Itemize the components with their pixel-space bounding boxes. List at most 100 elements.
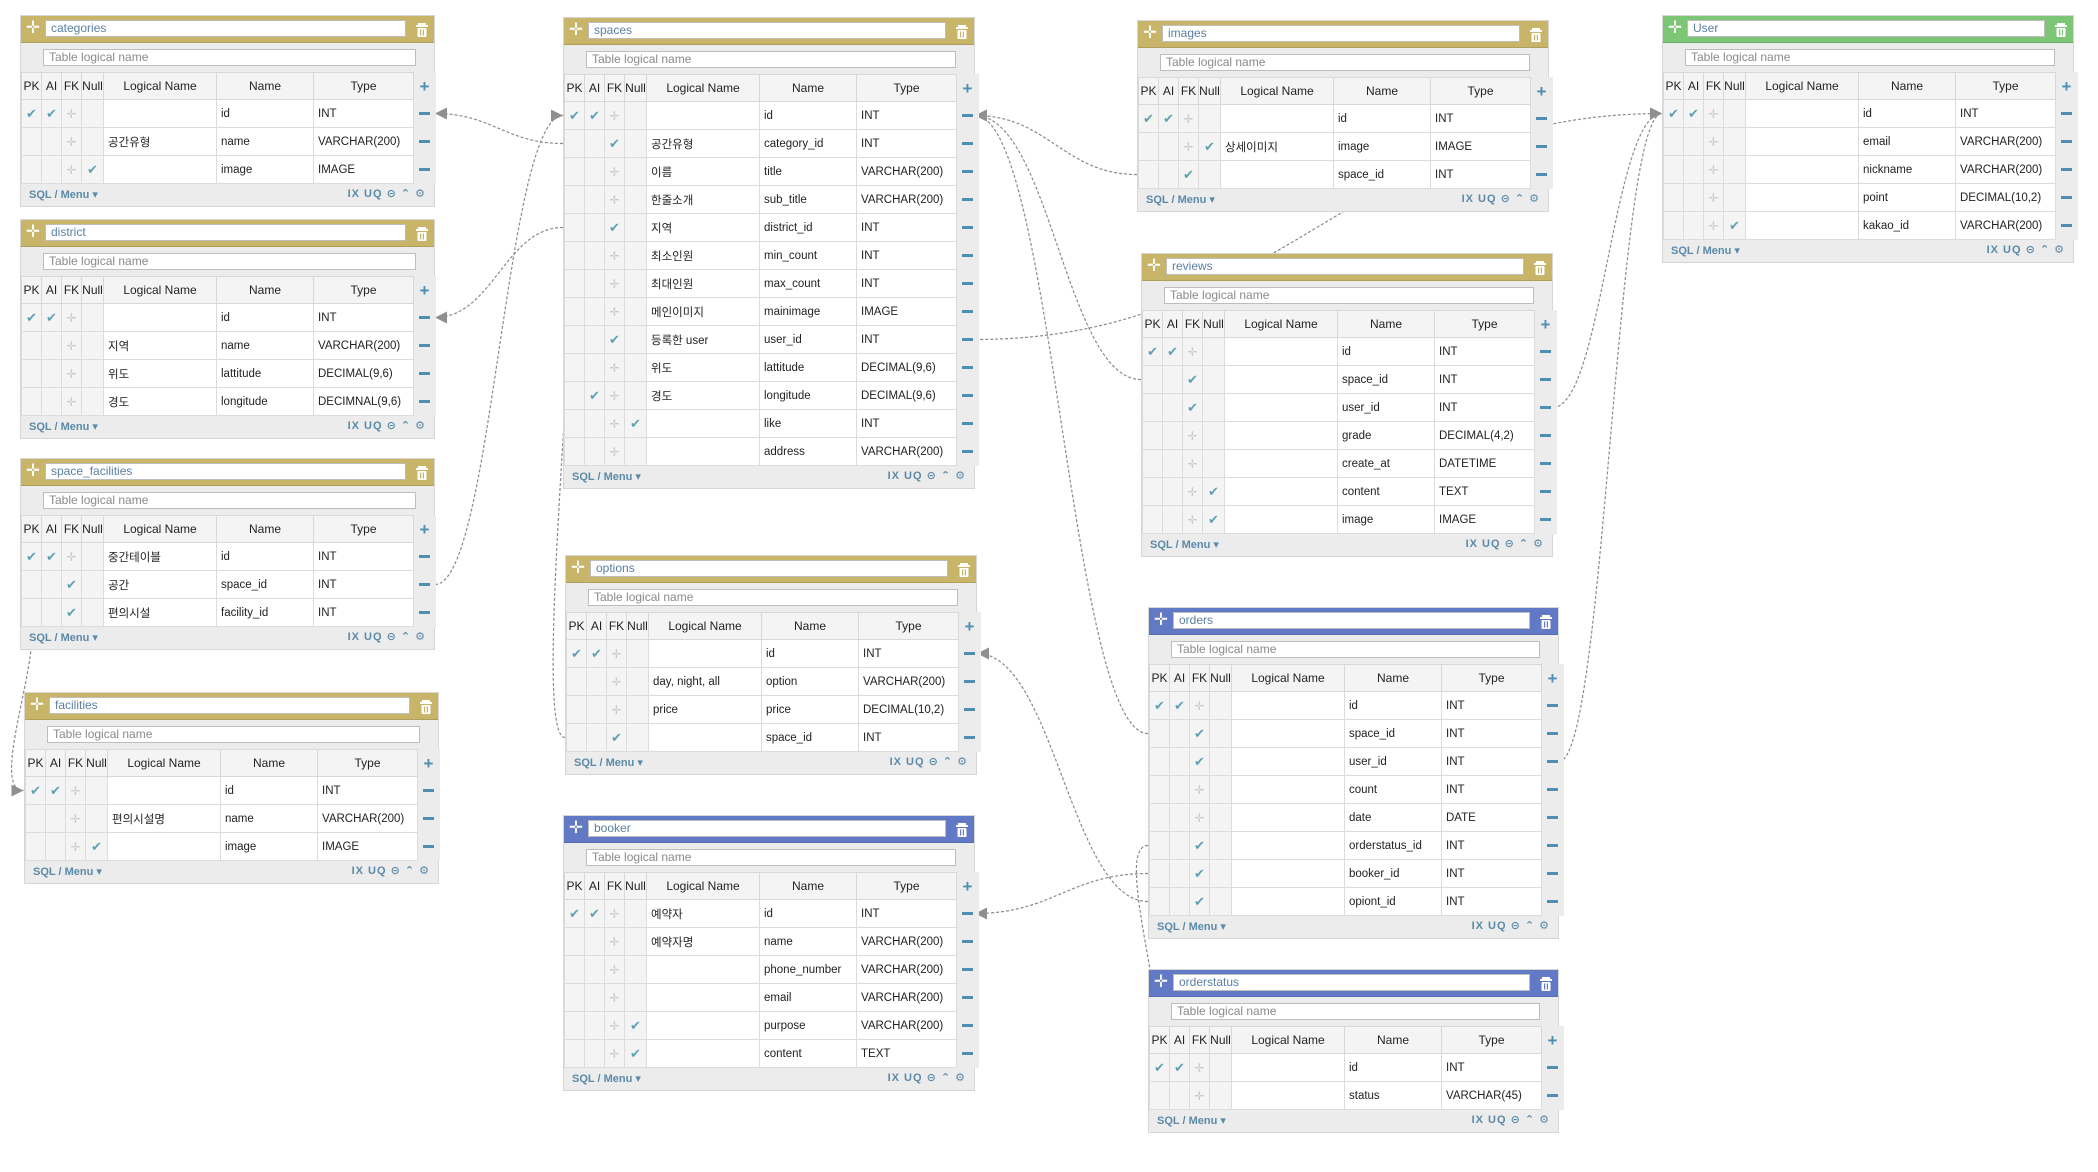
fk-checkbox[interactable]: ✛ xyxy=(1182,449,1203,478)
table-name-input[interactable]: categories xyxy=(45,20,406,37)
fk-checkbox[interactable]: ✛ xyxy=(61,303,82,332)
fk-checkbox[interactable]: ✛ xyxy=(1182,421,1203,450)
column-type-cell[interactable]: INT xyxy=(858,723,959,752)
ai-checkbox[interactable] xyxy=(1162,477,1183,506)
column-name-cell[interactable]: id xyxy=(759,101,857,130)
null-checkbox[interactable] xyxy=(624,241,647,270)
null-checkbox[interactable] xyxy=(1209,719,1232,748)
column-name-cell[interactable]: count xyxy=(1344,775,1442,804)
remove-column-icon[interactable] xyxy=(958,667,981,696)
null-checkbox[interactable] xyxy=(1723,127,1746,156)
ai-checkbox[interactable] xyxy=(1683,211,1704,240)
index-tools[interactable]: IX UQ ⊝ ⌃ ⚙ xyxy=(348,187,426,200)
pk-checkbox[interactable] xyxy=(564,241,585,270)
column-type-cell[interactable]: INT xyxy=(1441,831,1542,860)
pk-checkbox[interactable] xyxy=(564,185,585,214)
fk-checkbox[interactable]: ✛ xyxy=(606,667,627,696)
remove-column-icon[interactable] xyxy=(1530,160,1553,189)
move-icon[interactable]: ✛ xyxy=(1153,972,1169,991)
column-name-cell[interactable]: email xyxy=(1858,127,1956,156)
remove-column-icon[interactable] xyxy=(2055,99,2078,128)
null-checkbox[interactable] xyxy=(624,185,647,214)
pk-checkbox[interactable] xyxy=(566,695,587,724)
null-checkbox[interactable] xyxy=(624,157,647,186)
table-name-input[interactable]: options xyxy=(590,560,948,577)
remove-column-icon[interactable] xyxy=(958,723,981,752)
logical-name-cell[interactable]: 경도 xyxy=(103,387,217,416)
remove-column-icon[interactable] xyxy=(413,303,436,332)
logical-name-cell[interactable] xyxy=(103,99,217,128)
column-type-cell[interactable]: INT xyxy=(858,639,959,668)
remove-column-icon[interactable] xyxy=(958,639,981,668)
fk-checkbox[interactable]: ✛ xyxy=(1703,127,1724,156)
column-type-cell[interactable]: DECIMAL(9,6) xyxy=(313,359,414,388)
ai-checkbox[interactable]: ✔ xyxy=(1169,1053,1190,1082)
null-checkbox[interactable] xyxy=(81,99,104,128)
pk-checkbox[interactable] xyxy=(1663,183,1684,212)
fk-checkbox[interactable]: ✛ xyxy=(61,127,82,156)
ai-checkbox[interactable] xyxy=(41,331,62,360)
column-type-cell[interactable]: IMAGE xyxy=(1434,505,1535,534)
pk-checkbox[interactable]: ✔ xyxy=(1138,104,1159,133)
pk-checkbox[interactable] xyxy=(564,325,585,354)
ai-checkbox[interactable] xyxy=(45,804,66,833)
column-name-cell[interactable]: district_id xyxy=(759,213,857,242)
fk-checkbox[interactable]: ✔ xyxy=(61,570,82,599)
ix-uq-label[interactable]: IX UQ xyxy=(1461,193,1497,205)
null-checkbox[interactable] xyxy=(624,983,647,1012)
pk-checkbox[interactable] xyxy=(21,570,42,599)
column-name-cell[interactable]: create_at xyxy=(1337,449,1435,478)
null-checkbox[interactable] xyxy=(1209,859,1232,888)
logical-name-cell[interactable] xyxy=(1745,183,1859,212)
pk-checkbox[interactable] xyxy=(1149,803,1170,832)
column-type-cell[interactable]: DECIMAL(10,2) xyxy=(1955,183,2056,212)
null-checkbox[interactable] xyxy=(1209,803,1232,832)
column-name-cell[interactable]: id xyxy=(1337,337,1435,366)
pk-checkbox[interactable] xyxy=(564,1011,585,1040)
column-type-cell[interactable]: DATETIME xyxy=(1434,449,1535,478)
add-column-icon[interactable]: + xyxy=(413,72,436,100)
fk-checkbox[interactable]: ✛ xyxy=(606,639,627,668)
logical-name-cell[interactable] xyxy=(107,776,221,805)
ai-checkbox[interactable] xyxy=(584,1039,605,1068)
toolbar-icons[interactable]: ⊝ ⌃ ⚙ xyxy=(922,1072,966,1084)
ai-checkbox[interactable] xyxy=(1169,887,1190,916)
column-name-cell[interactable]: name xyxy=(220,804,318,833)
null-checkbox[interactable] xyxy=(1209,887,1232,916)
remove-column-icon[interactable] xyxy=(2055,211,2078,240)
column-name-cell[interactable]: longitude xyxy=(216,387,314,416)
move-icon[interactable]: ✛ xyxy=(568,818,584,837)
column-name-cell[interactable]: min_count xyxy=(759,241,857,270)
ix-uq-label[interactable]: IX UQ xyxy=(1986,244,2022,256)
null-checkbox[interactable]: ✔ xyxy=(81,155,104,184)
column-name-cell[interactable]: content xyxy=(759,1039,857,1068)
fk-checkbox[interactable]: ✛ xyxy=(604,297,625,326)
remove-column-icon[interactable] xyxy=(956,185,979,214)
column-type-cell[interactable]: INT xyxy=(1441,887,1542,916)
logical-name-cell[interactable] xyxy=(1745,99,1859,128)
ai-checkbox[interactable] xyxy=(1169,859,1190,888)
logical-name-cell[interactable]: 경도 xyxy=(646,381,760,410)
column-type-cell[interactable]: INT xyxy=(856,269,957,298)
fk-checkbox[interactable]: ✔ xyxy=(1189,859,1210,888)
column-name-cell[interactable]: id xyxy=(759,899,857,928)
remove-column-icon[interactable] xyxy=(1530,104,1553,133)
null-checkbox[interactable] xyxy=(626,723,649,752)
column-type-cell[interactable]: INT xyxy=(313,570,414,599)
logical-name-cell[interactable]: 예약자 xyxy=(646,899,760,928)
ai-checkbox[interactable] xyxy=(584,297,605,326)
null-checkbox[interactable] xyxy=(624,325,647,354)
column-type-cell[interactable]: INT xyxy=(1434,337,1535,366)
logical-name-cell[interactable] xyxy=(646,101,760,130)
remove-column-icon[interactable] xyxy=(956,129,979,158)
table-name-input[interactable]: orders xyxy=(1173,612,1530,629)
